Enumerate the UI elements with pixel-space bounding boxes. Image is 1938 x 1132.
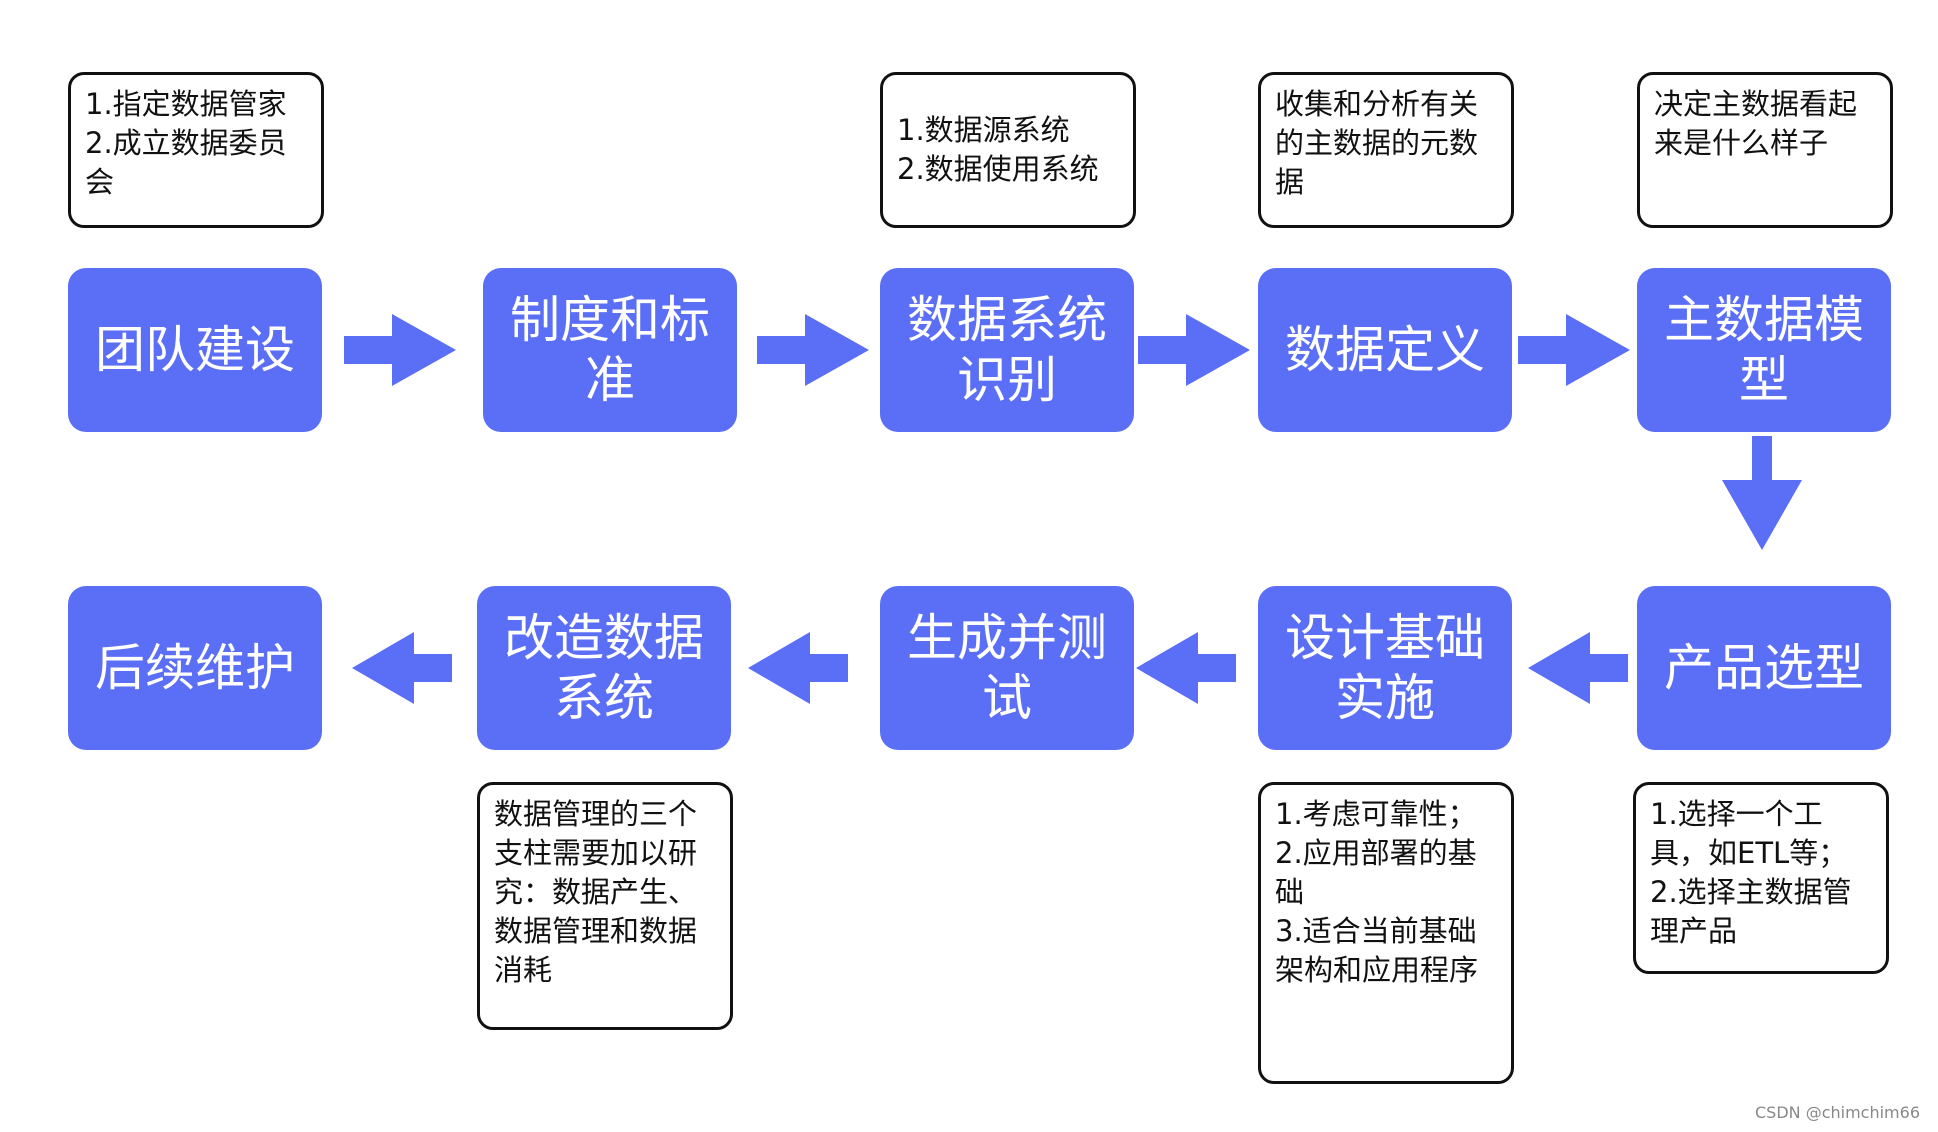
step-team-building: 团队建设	[68, 268, 322, 432]
arrow-right-3	[1138, 314, 1250, 386]
step-master-data-model: 主数据模型	[1637, 268, 1891, 432]
note-transform-data-systems: 数据管理的三个支柱需要加以研究：数据产生、数据管理和数据消耗	[477, 782, 733, 1030]
step-transform-data-systems: 改造数据系统	[477, 586, 731, 750]
step-data-definition: 数据定义	[1258, 268, 1512, 432]
arrow-right-2	[757, 314, 869, 386]
step-data-system-identification: 数据系统识别	[880, 268, 1134, 432]
arrow-down	[1722, 436, 1802, 550]
arrow-left-4	[352, 632, 452, 704]
arrow-left-3	[748, 632, 848, 704]
step-subsequent-maintenance: 后续维护	[68, 586, 322, 750]
arrow-left-2	[1136, 632, 1236, 704]
arrow-right-4	[1518, 314, 1630, 386]
arrow-left-1	[1528, 632, 1628, 704]
arrow-right-1	[344, 314, 456, 386]
note-master-data-model: 决定主数据看起来是什么样子	[1637, 72, 1893, 228]
note-data-definition: 收集和分析有关的主数据的元数据	[1258, 72, 1514, 228]
step-policies-and-standards: 制度和标准	[483, 268, 737, 432]
step-generate-and-test: 生成并测试	[880, 586, 1134, 750]
step-infrastructure-implementation: 设计基础实施	[1258, 586, 1512, 750]
note-infrastructure-implementation: 1.考虑可靠性； 2.应用部署的基础 3.适合当前基础架构和应用程序	[1258, 782, 1514, 1084]
watermark: CSDN @chimchim66	[1755, 1103, 1920, 1122]
note-data-system-identification: 1.数据源系统 2.数据使用系统	[880, 72, 1136, 228]
note-product-selection: 1.选择一个工具，如ETL等； 2.选择主数据管理产品	[1633, 782, 1889, 974]
note-team-building: 1.指定数据管家 2.成立数据委员会	[68, 72, 324, 228]
step-product-selection: 产品选型	[1637, 586, 1891, 750]
